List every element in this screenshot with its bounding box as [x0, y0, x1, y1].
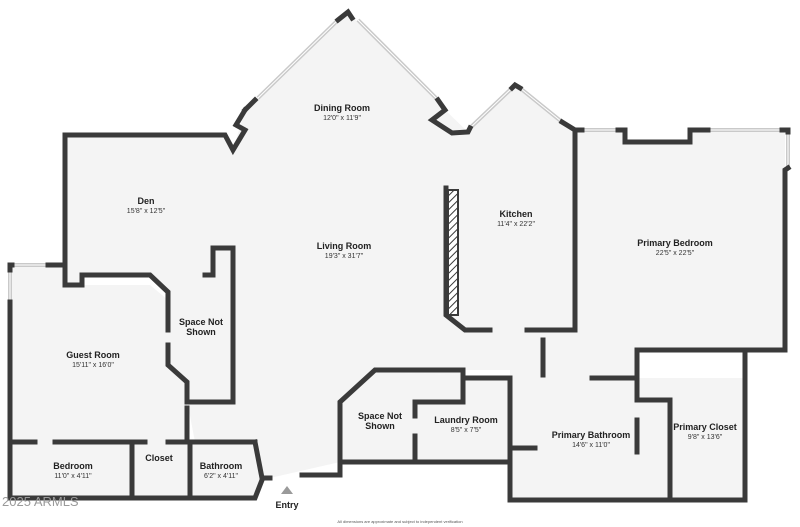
primary-bedroom-label: Primary Bedroom: [637, 238, 713, 248]
kitchen-counter: [447, 189, 459, 316]
primary-closet-label: Primary Closet: [673, 422, 737, 432]
laundry-room-label: Laundry Room: [434, 415, 498, 425]
bathroom-label: Bathroom: [200, 461, 243, 471]
primary-bedroom-dims: 22'5" x 22'5": [656, 250, 695, 257]
primary-closet-dims: 9'8" x 13'6": [688, 434, 723, 441]
dining-room-label: Dining Room: [314, 103, 370, 113]
room-labels: Dining Room 12'0" x 11'9" Den 15'8" x 12…: [2, 103, 737, 524]
walls: [7, 8, 792, 503]
space-not-shown-2-label-line2: Shown: [365, 421, 395, 431]
space-not-shown-1-label-line1: Space Not: [179, 317, 223, 327]
laundry-room-dims: 8'5" x 7'5": [451, 427, 482, 434]
den-dims: 15'8" x 12'5": [127, 208, 166, 215]
living-room-label: Living Room: [317, 241, 372, 251]
kitchen-dims: 11'4" x 22'2": [497, 221, 535, 228]
guest-room-dims: 15'11" x 16'0": [72, 362, 114, 369]
den-label: Den: [137, 196, 154, 206]
primary-bathroom-label: Primary Bathroom: [552, 430, 631, 440]
space-not-shown-2-label-line1: Space Not: [358, 411, 402, 421]
armls-watermark: 2025 ARMLS: [2, 494, 79, 509]
kitchen-label: Kitchen: [499, 209, 532, 219]
bathroom-dims: 6'2" x 4'11": [204, 473, 238, 480]
entry-label: Entry: [275, 500, 298, 510]
space-not-shown-1-label-line2: Shown: [186, 327, 216, 337]
closet-label: Closet: [145, 453, 173, 463]
primary-bathroom-dims: 14'6" x 11'0": [572, 442, 610, 449]
living-room-dims: 19'3" x 31'7": [325, 253, 364, 260]
bedroom-label: Bedroom: [53, 461, 93, 471]
entry-arrow-icon: [281, 486, 293, 494]
dimensions-disclaimer: All dimensions are approximate and subje…: [337, 519, 462, 524]
bedroom-dims: 11'0" x 4'11": [54, 473, 92, 480]
guest-room-label: Guest Room: [66, 350, 120, 360]
dining-room-dims: 12'0" x 11'9": [323, 115, 361, 122]
